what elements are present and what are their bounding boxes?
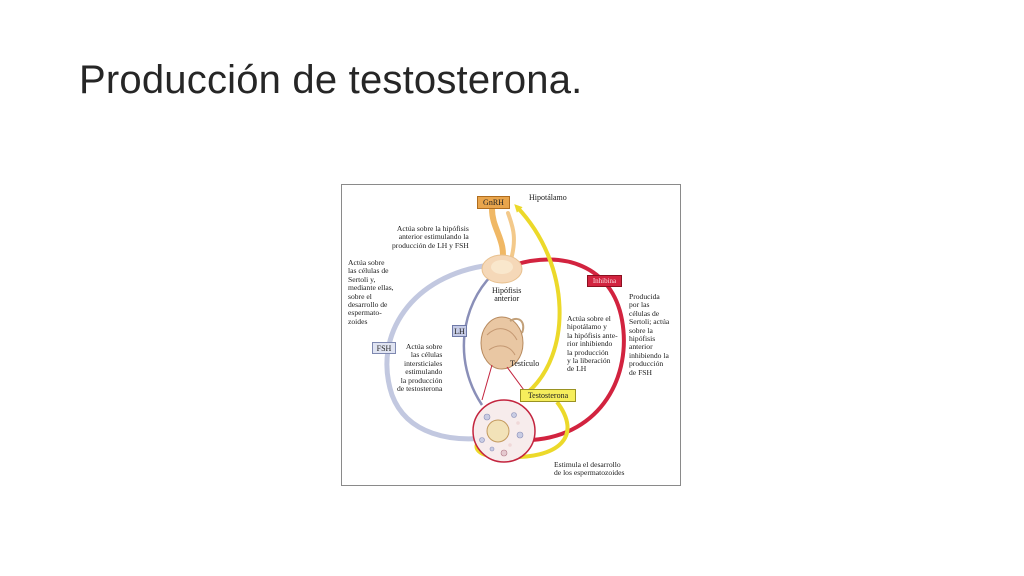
testiculo-label: Testículo bbox=[510, 359, 540, 368]
lh-tag: LH bbox=[452, 325, 467, 337]
espermatozoides-action-label: Estimula el desarrollo de los espermatoz… bbox=[554, 460, 625, 478]
slide-title: Producción de testosterona. bbox=[79, 58, 583, 102]
hipotalamo-label: Hipotálamo bbox=[529, 193, 567, 202]
lh-action-label: Actúa sobre las células intersticiales e… bbox=[397, 342, 443, 394]
hipofisis-label: Hipófisis anterior bbox=[492, 286, 522, 304]
fsh-pathway bbox=[384, 262, 496, 442]
inhibina-tag: Inhibina bbox=[587, 275, 622, 287]
testosterone-regulation-diagram: GnRH Inhibina LH FSH Testosterona Hipotá… bbox=[341, 184, 681, 486]
diagram-artwork bbox=[384, 204, 626, 463]
fsh-tag: FSH bbox=[372, 342, 396, 354]
testosterona-tag: Testosterona bbox=[520, 389, 576, 402]
fsh-action-label: Actúa sobre las células de Sertoli y, me… bbox=[348, 258, 394, 326]
inhibina-desc-label: Producida por las células de Sertoli; ac… bbox=[629, 292, 670, 377]
gnrh-action-label: Actúa sobre la hipófisis anterior estimu… bbox=[392, 224, 469, 250]
inhibina-pathway bbox=[510, 257, 626, 442]
testosterone-action-label: Actúa sobre el hipotálamo y la hipófisis… bbox=[567, 314, 618, 374]
testosterone-pathway bbox=[514, 204, 562, 395]
gnrh-tag: GnRH bbox=[477, 196, 510, 209]
testis-illustration bbox=[480, 316, 524, 370]
